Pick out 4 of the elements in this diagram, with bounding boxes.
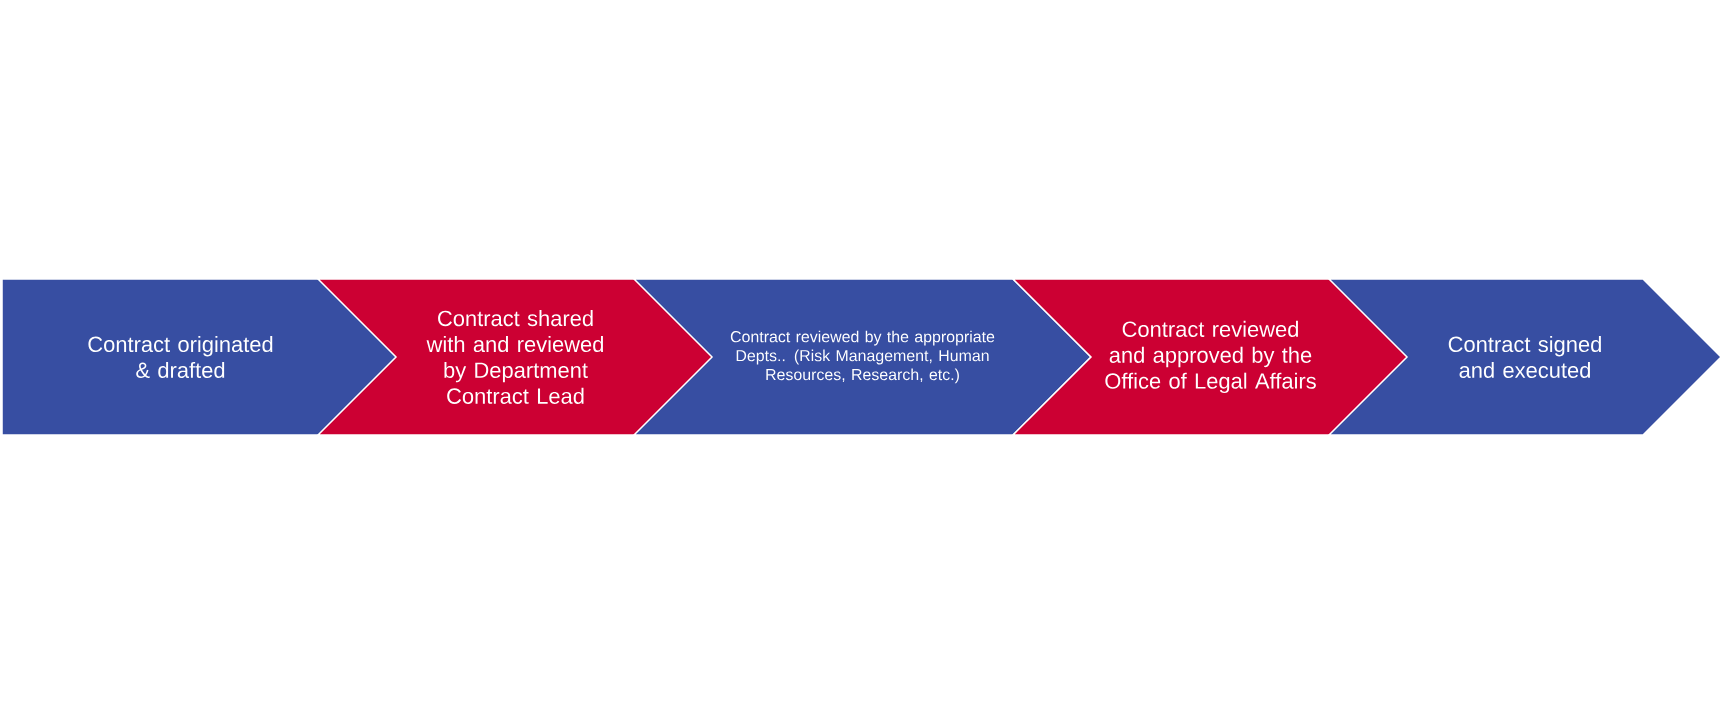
chevron-step: Contract shared with and reviewed by Department Contract Lead	[316, 278, 715, 436]
chevron-step: Contract reviewed and approved by the Office of Legal Affairs	[1011, 278, 1410, 436]
chevron-step: Contract signed and executed	[1327, 278, 1723, 436]
chevron-step: Contract reviewed by the appropriate Depts.. (Risk Management, Human Resources, Research, etc.)	[632, 278, 1093, 436]
